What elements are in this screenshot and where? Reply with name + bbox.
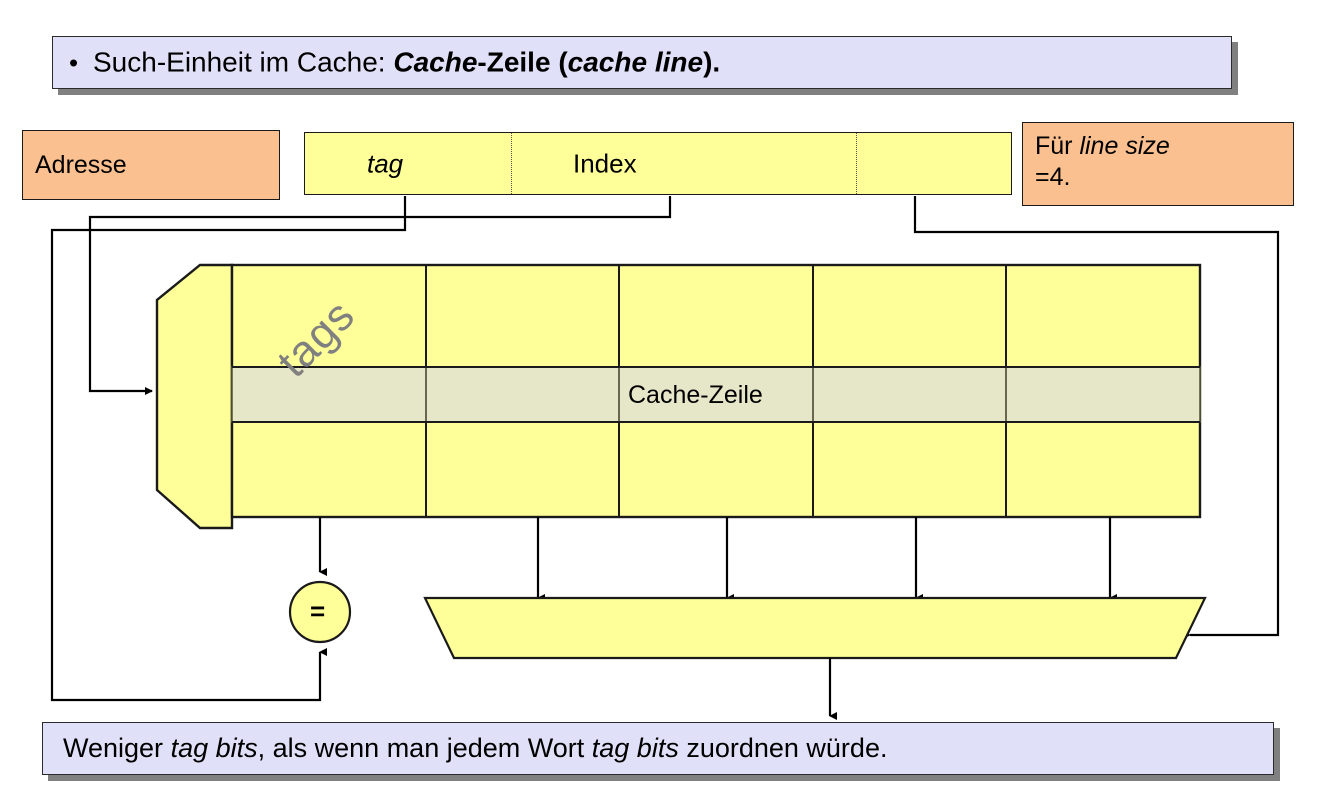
comparator-equals-label: = xyxy=(310,596,326,626)
connector-tag-to-comparator xyxy=(50,196,407,702)
title-segment-plain-2: ( xyxy=(550,46,568,78)
connector-offset-to-mux xyxy=(913,196,1280,639)
title-segment-cacheline: cache line xyxy=(567,46,704,78)
title-banner: • Such-Einheit im Cache: Cache-Zeile (cac… xyxy=(52,36,1232,89)
adresse-label-box: Adresse xyxy=(22,130,280,200)
title-segment-plain-1: Such-Einheit im Cache: xyxy=(93,46,394,78)
footer-banner: Weniger tag bits, als wenn man jedem Wor… xyxy=(42,722,1274,775)
line-size-italic: line size xyxy=(1079,132,1170,160)
address-field-tag-label: tag xyxy=(367,148,404,178)
footer-segment-tagbits-1: tag bits xyxy=(170,732,258,763)
address-field-index-label: Index xyxy=(573,148,637,178)
line-size-note-box: Für line size =4. xyxy=(1022,122,1294,206)
address-divider-tag-index xyxy=(511,133,512,194)
connectors-data-to-mux xyxy=(536,517,1117,602)
multiplexer xyxy=(423,596,1207,660)
line-size-prefix: Für xyxy=(1035,132,1080,160)
title-segment-cache: Cache xyxy=(393,46,478,78)
footer-text: Weniger tag bits, als wenn man jedem Wor… xyxy=(43,732,1273,764)
bullet-icon: • xyxy=(69,47,79,78)
tag-selector-block xyxy=(155,263,234,530)
title-text: • Such-Einheit im Cache: Cache-Zeile (cac… xyxy=(53,46,1231,78)
cache-line-label: Cache-Zeile xyxy=(628,381,763,409)
title-segment-zeile: -Zeile xyxy=(477,46,551,78)
adresse-label: Adresse xyxy=(35,150,127,179)
footer-segment-plain-3: zuordnen würde. xyxy=(678,732,888,763)
footer-segment-plain-1: Weniger xyxy=(63,732,171,763)
footer-segment-plain-2: , als wenn man jedem Wort xyxy=(257,732,592,763)
connector-index-to-tag-selector xyxy=(88,196,672,395)
address-field-bar: tag Index xyxy=(304,132,1012,195)
line-size-suffix: =4. xyxy=(1035,162,1071,191)
tags-column-label: tags xyxy=(268,290,365,387)
footer-segment-tagbits-2: tag bits xyxy=(591,732,679,763)
title-segment-plain-3: ). xyxy=(703,46,721,78)
address-divider-index-offset xyxy=(856,133,857,194)
